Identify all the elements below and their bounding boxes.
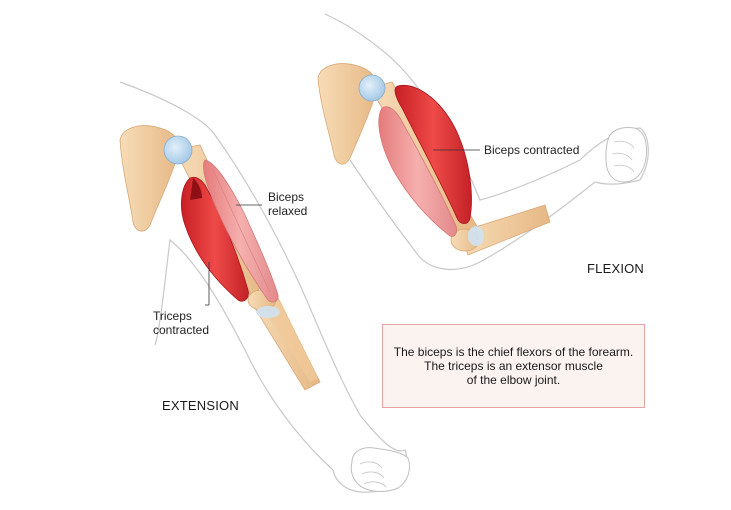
flexion-heading: FLEXION bbox=[587, 261, 645, 276]
triceps-contracted-label: Triceps contracted bbox=[153, 309, 209, 337]
flexion-arm bbox=[317, 13, 649, 270]
flexion-triceps bbox=[378, 106, 458, 237]
biceps-relaxed-label-line1: Biceps bbox=[268, 190, 305, 204]
extension-triceps bbox=[180, 176, 249, 302]
triceps-contracted-label-line2: contracted bbox=[153, 323, 210, 337]
triceps-contracted-label-line1: Triceps bbox=[153, 309, 192, 323]
explanation-line-3: of the elbow joint. bbox=[466, 373, 561, 387]
extension-arm bbox=[119, 81, 411, 493]
biceps-relaxed-label: Biceps relaxed bbox=[268, 190, 307, 218]
extension-shoulder-joint bbox=[163, 135, 193, 165]
explanation-line-2: The triceps is an extensor muscle bbox=[424, 359, 603, 373]
extension-fist bbox=[350, 447, 411, 492]
explanation-box: The biceps is the chief flexors of the f… bbox=[382, 324, 645, 408]
flexion-biceps bbox=[394, 84, 472, 225]
explanation-line-1: The biceps is the chief flexors of the f… bbox=[393, 345, 634, 359]
extension-heading: EXTENSION bbox=[162, 398, 239, 413]
flexion-shoulder-joint bbox=[358, 74, 386, 102]
biceps-contracted-label: Biceps contracted bbox=[484, 143, 580, 157]
biceps-relaxed-label-line2: relaxed bbox=[268, 204, 308, 218]
extension-biceps bbox=[203, 159, 279, 303]
